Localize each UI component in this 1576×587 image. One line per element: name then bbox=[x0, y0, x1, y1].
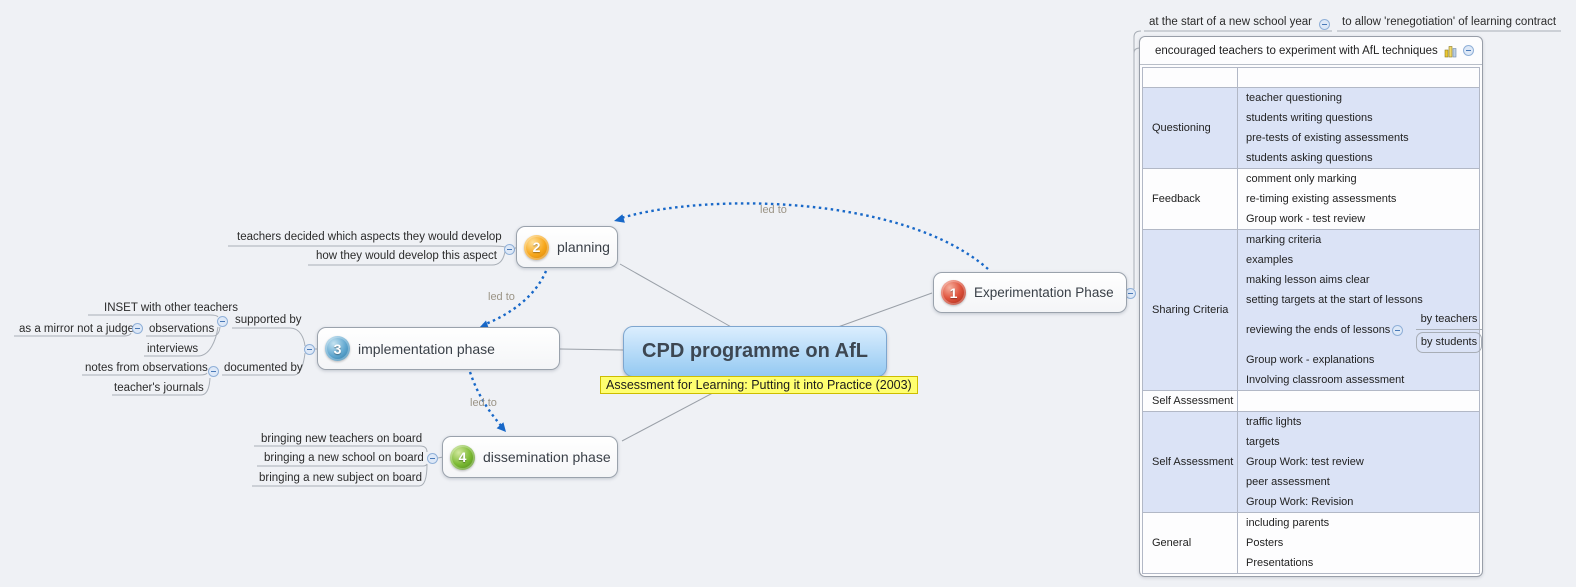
subtopic[interactable]: Group work - test review bbox=[1246, 213, 1366, 225]
row-label[interactable]: Self Assessment bbox=[1143, 412, 1238, 512]
table-title: encouraged teachers to experiment with A… bbox=[1155, 44, 1438, 57]
central-topic[interactable]: CPD programme on AfL bbox=[623, 326, 887, 377]
relation-label-led-to[interactable]: led to bbox=[470, 397, 497, 409]
topic-inset[interactable]: INSET with other teachers bbox=[104, 302, 239, 314]
relation-label-led-to[interactable]: led to bbox=[760, 204, 787, 216]
subtopic[interactable]: teacher questioning bbox=[1246, 92, 1343, 104]
topic-observations[interactable]: observations bbox=[149, 323, 215, 335]
collapse-icon[interactable] bbox=[504, 244, 515, 255]
subtopic[interactable]: including parents bbox=[1246, 517, 1330, 529]
row-items: including parents Posters Presentations bbox=[1238, 513, 1479, 573]
row-label bbox=[1143, 68, 1238, 87]
topic-new-school[interactable]: bringing a new school on board bbox=[264, 452, 424, 464]
row-label[interactable]: Questioning bbox=[1143, 88, 1238, 168]
topic-experimentation-label: Experimentation Phase bbox=[974, 285, 1114, 300]
topic-dissemination-label: dissemination phase bbox=[483, 449, 611, 465]
topic-journals[interactable]: teacher's journals bbox=[114, 382, 204, 394]
priority-3-icon: 3 bbox=[325, 336, 350, 361]
row-label[interactable]: Feedback bbox=[1143, 169, 1238, 229]
topic-implementation-phase[interactable]: 3 implementation phase bbox=[317, 327, 560, 370]
topic-notes[interactable]: notes from observations bbox=[85, 362, 208, 374]
subtopic[interactable]: students asking questions bbox=[1246, 152, 1373, 164]
bar-chart-icon bbox=[1444, 45, 1457, 57]
relation-arrowheads bbox=[479, 214, 625, 432]
collapse-icon[interactable] bbox=[304, 344, 315, 355]
topic-renegotiation[interactable]: to allow 'renegotiation' of learning con… bbox=[1342, 16, 1557, 28]
row-items: traffic lights targets Group Work: test … bbox=[1238, 412, 1479, 512]
topic-documented-by[interactable]: documented by bbox=[224, 362, 303, 374]
collapse-icon[interactable] bbox=[1319, 19, 1330, 30]
topic-experimentation-phase[interactable]: 1 Experimentation Phase bbox=[933, 272, 1127, 313]
collapse-icon[interactable] bbox=[217, 316, 228, 327]
subtopic[interactable]: re-timing existing assessments bbox=[1246, 193, 1397, 205]
nested-subtopics: by teachers by students bbox=[1416, 310, 1482, 353]
priority-2-icon: 2 bbox=[524, 234, 549, 260]
table-title-row[interactable]: encouraged teachers to experiment with A… bbox=[1140, 37, 1482, 65]
relation-label-led-to[interactable]: led to bbox=[488, 291, 515, 303]
priority-1-icon: 1 bbox=[941, 280, 966, 305]
row-label[interactable]: General bbox=[1143, 513, 1238, 573]
subtopic[interactable]: reviewing the ends of lessons bbox=[1246, 324, 1391, 336]
central-topic-callout[interactable]: Assessment for Learning: Putting it into… bbox=[600, 376, 918, 394]
table-row: Self Assessment bbox=[1143, 391, 1479, 412]
subtopic[interactable]: Group Work: Revision bbox=[1246, 496, 1354, 508]
subtopic[interactable]: marking criteria bbox=[1246, 234, 1322, 246]
subtopic[interactable]: Group Work: test review bbox=[1246, 456, 1364, 468]
collapse-icon[interactable] bbox=[427, 453, 438, 464]
topic-interviews[interactable]: interviews bbox=[147, 343, 199, 355]
topic-mirror[interactable]: as a mirror not a judge bbox=[19, 323, 135, 335]
table-row: Self Assessment traffic lights targets G… bbox=[1143, 412, 1479, 513]
collapse-icon[interactable] bbox=[208, 366, 219, 377]
subtopic[interactable]: traffic lights bbox=[1246, 416, 1302, 428]
row-label[interactable]: Sharing Criteria bbox=[1143, 230, 1238, 390]
topic-develop-aspects[interactable]: teachers decided which aspects they woul… bbox=[237, 231, 502, 243]
topic-new-subject[interactable]: bringing a new subject on board bbox=[259, 472, 423, 484]
subtopic[interactable]: Involving classroom assessment bbox=[1246, 374, 1405, 386]
table-row: Feedback comment only marking re-timing … bbox=[1143, 169, 1479, 230]
topic-develop-how[interactable]: how they would develop this aspect bbox=[316, 250, 497, 262]
collapse-icon[interactable] bbox=[1462, 45, 1474, 56]
subtopic[interactable]: setting targets at the start of lessons bbox=[1246, 294, 1423, 306]
table-grid: Questioning teacher questioning students… bbox=[1142, 67, 1482, 574]
topic-planning-label: planning bbox=[557, 239, 610, 255]
topic-new-teachers[interactable]: bringing new teachers on board bbox=[261, 433, 423, 445]
row-items: comment only marking re-timing existing … bbox=[1238, 169, 1479, 229]
subtopic[interactable]: examples bbox=[1246, 254, 1294, 266]
subtopic[interactable]: peer assessment bbox=[1246, 476, 1330, 488]
branch-underlines bbox=[14, 30, 1561, 487]
topic-implementation-label: implementation phase bbox=[358, 340, 495, 357]
row-items bbox=[1238, 391, 1479, 411]
topic-dissemination-phase[interactable]: 4 dissemination phase bbox=[442, 436, 618, 478]
subtopic[interactable]: comment only marking bbox=[1246, 173, 1357, 185]
relation-arrows bbox=[468, 202, 989, 429]
topic-by-students[interactable]: by students bbox=[1416, 332, 1482, 353]
subtopic[interactable]: Group work - explanations bbox=[1246, 354, 1375, 366]
experimentation-table: encouraged teachers to experiment with A… bbox=[1139, 36, 1483, 577]
subtopic[interactable]: Posters bbox=[1246, 537, 1284, 549]
topic-start-year[interactable]: at the start of a new school year bbox=[1149, 16, 1313, 28]
table-row bbox=[1143, 68, 1479, 88]
priority-4-icon: 4 bbox=[450, 444, 475, 470]
collapse-icon[interactable] bbox=[132, 323, 143, 334]
row-items bbox=[1238, 68, 1479, 87]
collapse-icon[interactable] bbox=[1392, 325, 1403, 336]
row-label[interactable]: Self Assessment bbox=[1143, 391, 1238, 411]
row-items: teacher questioning students writing que… bbox=[1238, 88, 1479, 168]
topic-planning[interactable]: 2 planning bbox=[516, 226, 618, 268]
table-row: Sharing Criteria marking criteria exampl… bbox=[1143, 230, 1482, 391]
subtopic[interactable]: pre-tests of existing assessments bbox=[1246, 132, 1409, 144]
row-items: marking criteria examples making lesson … bbox=[1238, 230, 1482, 390]
subtopic[interactable]: students writing questions bbox=[1246, 112, 1373, 124]
topic-by-teachers[interactable]: by teachers bbox=[1416, 310, 1482, 330]
table-row: Questioning teacher questioning students… bbox=[1143, 88, 1479, 169]
subtopic[interactable]: Presentations bbox=[1246, 557, 1314, 569]
table-row: General including parents Posters Presen… bbox=[1143, 513, 1479, 573]
subtopic[interactable]: making lesson aims clear bbox=[1246, 274, 1370, 286]
subtopic[interactable]: targets bbox=[1246, 436, 1280, 448]
topic-supported-by[interactable]: supported by bbox=[235, 314, 302, 326]
